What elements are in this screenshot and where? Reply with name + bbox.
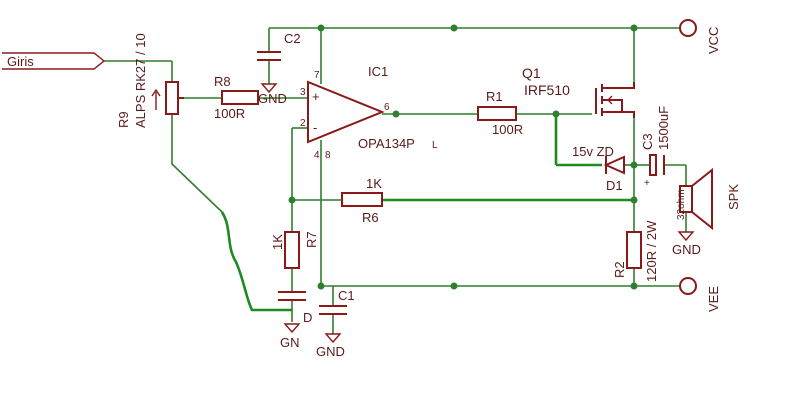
ic1-pin7: 7: [314, 70, 320, 81]
r1-ref: R1: [486, 89, 503, 104]
pot-bottom-wire: [171, 114, 223, 213]
junction-dot: [317, 24, 325, 32]
ic1-ref: IC1: [368, 64, 388, 79]
q1-mosfet: Q1 IRF510: [522, 65, 635, 118]
r1-resistor: R1 100R: [477, 89, 523, 137]
junction-dot: [630, 196, 638, 204]
q1-ref: Q1: [522, 65, 541, 81]
vee-label: VEE: [706, 286, 721, 312]
ic1-plus: +: [312, 89, 320, 104]
ic1-pin6: 6: [384, 102, 390, 113]
junction-dot: [630, 282, 638, 290]
junction-dot: [630, 24, 638, 32]
r2-value: 120R / 2W: [644, 220, 659, 282]
ic1-pin2: 2: [300, 118, 306, 129]
c1-gnd-label: GND: [316, 344, 345, 359]
cap-r7-label: D: [303, 310, 312, 325]
ic1-value-suffix: L: [432, 140, 438, 151]
wires: [104, 27, 687, 334]
r9-ref: R9: [116, 111, 131, 128]
d1-ref: D1: [606, 178, 623, 193]
r6-value: 1K: [366, 176, 382, 191]
input-label: Giris: [7, 54, 34, 69]
r8-resistor: R8 100R: [214, 74, 259, 121]
wiper-arrow-icon: [151, 88, 161, 110]
junction-dot: [317, 282, 325, 290]
r6-ref: R6: [362, 210, 379, 225]
junction-dot: [630, 161, 638, 169]
c2-ref: C2: [284, 31, 301, 46]
vcc-terminal: VCC: [679, 19, 721, 54]
junction-dot: [392, 110, 400, 118]
spk-ref: SPK: [726, 184, 741, 210]
vcc-label: VCC: [706, 27, 721, 54]
junction-dot: [450, 282, 458, 290]
ic1-pin3: 3: [300, 87, 306, 98]
c1-capacitor: C1 GND: [316, 288, 355, 359]
d1-zener-diode: 15v ZD D1: [572, 144, 625, 193]
r9-potentiometer: R9 ALPS RK27 / 10: [116, 33, 184, 128]
junctions: [288, 24, 638, 290]
ic1-opamp: IC1 + - 3 2 6 7 4 8 OPA134P L: [300, 64, 438, 161]
d1-value: 15v ZD: [572, 144, 614, 159]
ground-icon: [260, 83, 278, 94]
r9-value: ALPS RK27 / 10: [133, 33, 148, 128]
r8-ref: R8: [214, 74, 231, 89]
c2-capacitor: C2 GND: [257, 31, 301, 106]
c3-ref: C3: [640, 133, 655, 150]
r2-ref: R2: [612, 261, 627, 278]
speaker: 32ohm SPK GND: [672, 167, 741, 257]
c2-gnd-label: GND: [258, 91, 287, 106]
junction-dot: [450, 24, 458, 32]
ic1-pin8: 8: [325, 150, 331, 161]
r1-value: 100R: [492, 122, 523, 137]
ic1-minus: -: [313, 120, 317, 135]
r8-value: 100R: [214, 106, 245, 121]
ic1-pin4: 4: [314, 150, 320, 161]
ic1-value: OPA134P: [358, 136, 415, 151]
ground-icon: [283, 323, 301, 334]
r7-ref: R7: [304, 231, 319, 248]
c3-capacitor: + C3 1500uF: [640, 106, 671, 189]
r7-value: 1K: [270, 234, 285, 250]
c1-ref: C1: [338, 288, 355, 303]
input-connector: Giris: [2, 52, 106, 70]
ground-icon: [324, 333, 342, 344]
r7-resistor: 1K R7: [270, 231, 319, 269]
ground-icon: [677, 231, 695, 242]
r2-resistor: R2 120R / 2W: [612, 220, 659, 282]
spk-value: 32ohm: [676, 189, 687, 220]
junction-dot: [288, 196, 296, 204]
c3-plus: +: [644, 178, 650, 189]
r6-resistor: 1K R6: [341, 176, 383, 225]
gn-label: GN: [280, 335, 300, 350]
spk-gnd-label: GND: [672, 242, 701, 257]
junction-dot: [552, 110, 560, 118]
q1-value: IRF510: [524, 82, 570, 98]
r7-ground-capacitor: D GN: [278, 291, 312, 350]
c3-value: 1500uF: [656, 106, 671, 150]
pot-ground-wire: [220, 211, 292, 312]
vee-terminal: VEE: [679, 277, 721, 312]
